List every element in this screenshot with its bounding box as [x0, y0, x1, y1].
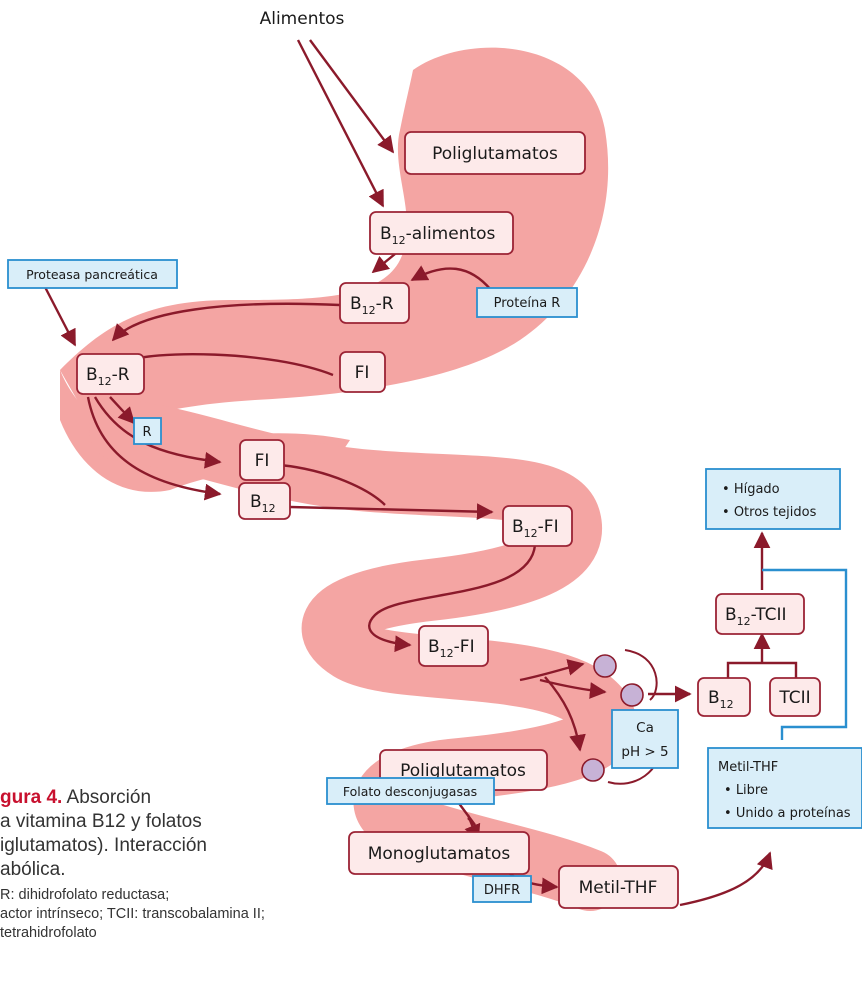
svg-text:FI: FI	[355, 363, 370, 383]
figure-caption: gura 4. Absorción a vitamina B12 y folat…	[0, 786, 300, 943]
node-b12-r-2: B12-R	[76, 353, 145, 395]
arrow-alimentos-b12	[296, 39, 385, 208]
node-b12-fi-1: B12-FI	[502, 505, 573, 547]
svg-text:Poliglutamatos: Poliglutamatos	[432, 144, 558, 164]
node-tcii: TCII	[769, 677, 821, 717]
arrow-b12r-b12r2	[111, 302, 341, 342]
node-boxes: Poliglutamatos B12-alimentos B12-R FI B1…	[76, 131, 821, 909]
caption-title-rest: Absorción a vitamina B12 y folatos iglut…	[0, 787, 207, 880]
svg-text:Metil-THF: Metil-THF	[579, 878, 658, 898]
svg-text:• Unido a proteínas: • Unido a proteínas	[724, 806, 851, 821]
enzyme-proteina-r: Proteína R	[476, 287, 578, 318]
node-monoglutamatos: Monoglutamatos	[348, 831, 530, 875]
receptors	[581, 654, 644, 782]
info-ca-ph: Ca pH > 5	[611, 709, 679, 769]
node-fi-2: FI	[239, 439, 285, 481]
enzyme-folato-desconjugasas: Folato desconjugasas	[326, 777, 495, 805]
svg-text:Folato desconjugasas: Folato desconjugasas	[343, 784, 477, 799]
svg-text:FI: FI	[255, 451, 270, 471]
arrow-b12fi2-receptor1	[519, 659, 585, 682]
svg-text:Monoglutamatos: Monoglutamatos	[368, 844, 511, 864]
svg-text:Proteasa pancreática: Proteasa pancreática	[26, 267, 158, 282]
node-b12-free-1: B12	[238, 482, 291, 520]
blue-boxes: Proteasa pancreática Proteína R R Folato…	[7, 259, 862, 903]
arrow-b12-b12fi	[289, 503, 494, 521]
svg-text:B12-TCII: B12-TCII	[725, 605, 787, 628]
arrow-proteasa-b12r	[43, 286, 77, 347]
svg-text:TCII: TCII	[778, 688, 810, 708]
arrow-proteinar-b12r	[410, 265, 492, 291]
enzyme-dhfr: DHFR	[472, 875, 532, 903]
node-poliglutamatos-top: Poliglutamatos	[404, 131, 586, 175]
node-metil-thf: Metil-THF	[558, 865, 679, 909]
node-b12-free-2: B12	[697, 677, 751, 717]
arrow-r-b12	[86, 396, 222, 501]
receptor-1	[593, 654, 617, 678]
svg-text:Ca: Ca	[636, 720, 654, 736]
svg-text:DHFR: DHFR	[484, 883, 520, 898]
arrow-b12fi-b12fi2	[368, 544, 537, 653]
caption-title: gura 4. Absorción a vitamina B12 y folat…	[0, 786, 300, 882]
arrow-b12r2-r	[109, 396, 136, 425]
node-b12-fi-2: B12-FI	[418, 625, 489, 667]
svg-text:Metil-THF: Metil-THF	[718, 760, 778, 775]
svg-text:B12: B12	[708, 688, 734, 711]
node-b12-r-1: B12-R	[339, 282, 410, 324]
svg-text:B12-FI: B12-FI	[512, 517, 559, 540]
info-destinos: • Hígado • Otros tejidos	[705, 468, 841, 530]
svg-text:Poliglutamatos: Poliglutamatos	[400, 761, 526, 781]
svg-text:Proteína R: Proteína R	[494, 296, 561, 311]
svg-text:B12-R: B12-R	[350, 294, 394, 317]
arrow-fi-join2	[279, 463, 386, 506]
tcii-tree	[726, 632, 798, 678]
svg-text:R: R	[142, 425, 151, 440]
info-metil-thf-forms: Metil-THF • Libre • Unido a proteínas	[707, 747, 862, 829]
arrow-b12alim-b12r	[371, 253, 396, 274]
node-b12-alimentos: B12-alimentos	[369, 211, 514, 255]
enzyme-proteasa: Proteasa pancreática	[7, 259, 178, 289]
arrow-b12fi2-receptor2	[539, 678, 607, 699]
svg-text:B12-FI: B12-FI	[428, 637, 475, 660]
node-b12-tcii: B12-TCII	[715, 593, 805, 635]
enzyme-r: R	[133, 417, 162, 445]
svg-text:B12-alimentos: B12-alimentos	[380, 224, 496, 247]
svg-text:• Otros tejidos: • Otros tejidos	[722, 505, 817, 520]
alimentos-label: Alimentos	[260, 9, 345, 29]
svg-text:• Libre: • Libre	[724, 783, 768, 798]
svg-text:• Hígado: • Hígado	[722, 482, 780, 497]
svg-text:B12: B12	[250, 492, 276, 515]
receptor-3	[581, 758, 605, 782]
arrow-b12fi2-receptor3	[544, 676, 586, 752]
caption-notes: R: dihidrofolato reductasa; actor intrín…	[0, 887, 265, 941]
svg-text:B12-R: B12-R	[86, 365, 130, 388]
blue-connector	[762, 568, 848, 740]
caption-title-bold: gura 4.	[0, 787, 63, 808]
node-fi-1: FI	[339, 351, 386, 393]
arrow-alimentos-poliglutamatos	[309, 39, 395, 154]
arrow-metil-forms	[679, 851, 773, 907]
svg-text:pH > 5: pH > 5	[621, 744, 668, 760]
receptor-2	[620, 683, 644, 707]
